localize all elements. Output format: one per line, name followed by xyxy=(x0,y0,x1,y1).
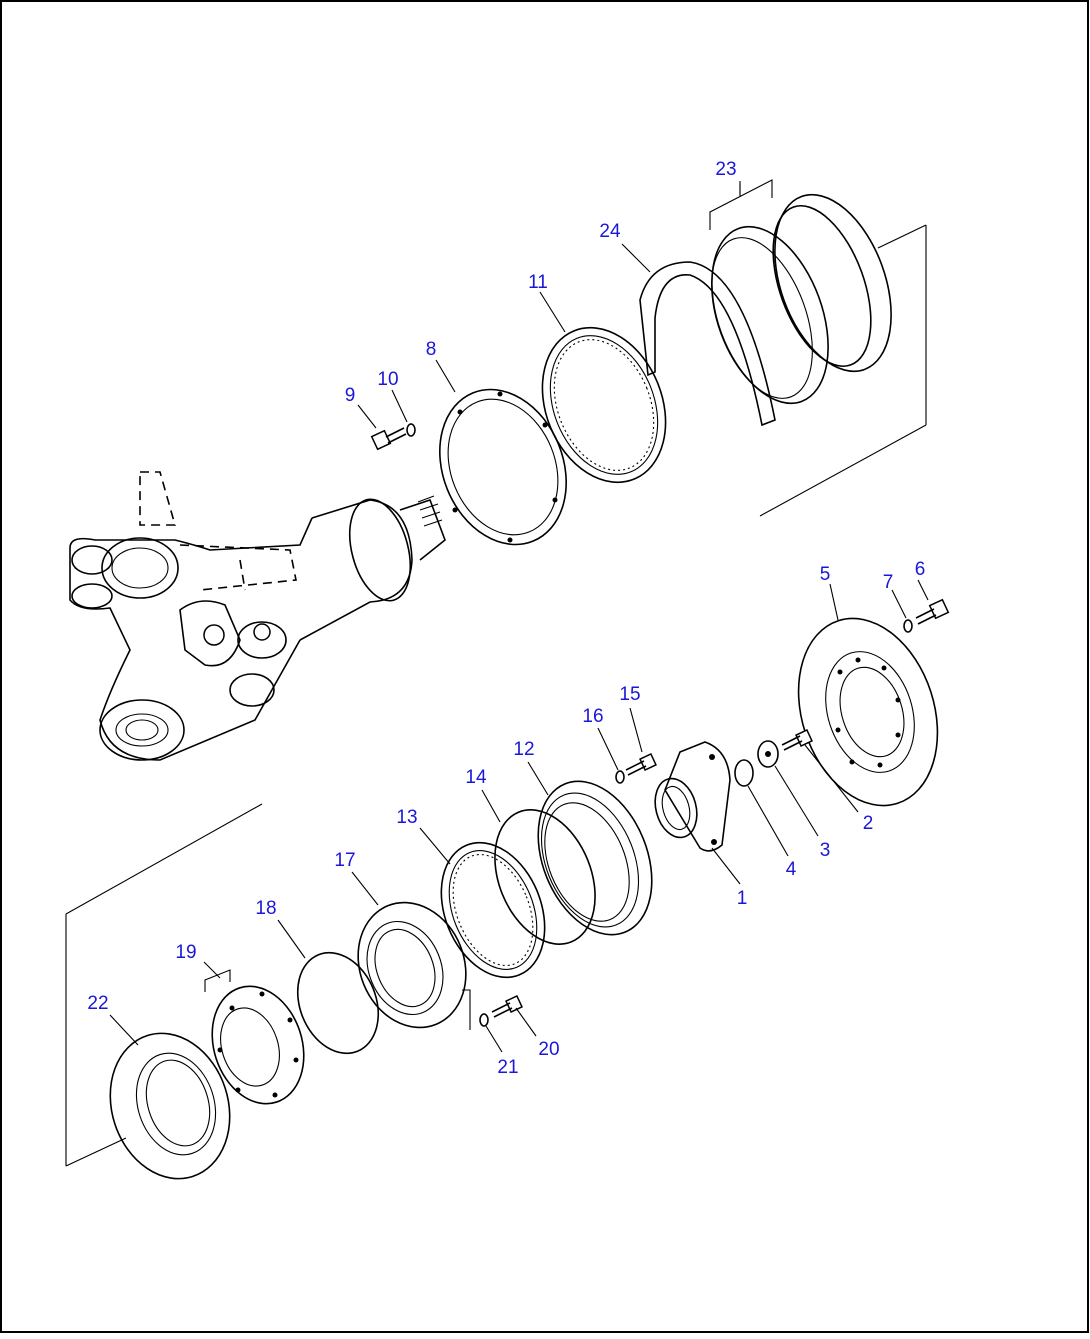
part-21-washer xyxy=(479,1013,489,1027)
part-15-bolt xyxy=(625,753,657,776)
callout-18: 18 xyxy=(255,898,276,919)
part-2-bolt xyxy=(781,729,813,751)
callout-9: 9 xyxy=(345,385,356,406)
callout-2: 2 xyxy=(863,813,874,834)
part-11-ring xyxy=(541,326,667,484)
callout-7: 7 xyxy=(883,572,894,593)
callout-11: 11 xyxy=(528,272,548,293)
part-8-plate xyxy=(439,388,567,546)
callout-17: 17 xyxy=(334,850,355,871)
callout-15: 15 xyxy=(619,684,640,705)
callout-23: 23 xyxy=(715,159,736,180)
callout-4: 4 xyxy=(786,859,797,880)
leader-lines xyxy=(109,181,929,1053)
callout-14: 14 xyxy=(465,767,487,788)
axle-housing xyxy=(69,471,446,761)
callout-10: 10 xyxy=(377,369,398,390)
part-23-discs xyxy=(709,179,892,405)
callout-3: 3 xyxy=(820,840,831,861)
part-14-o-ring xyxy=(494,809,596,945)
lower-group-frame xyxy=(65,803,263,1167)
part-9-bolt xyxy=(370,427,407,451)
callout-19: 19 xyxy=(175,942,196,963)
upper-group-frame xyxy=(759,224,927,517)
callout-6: 6 xyxy=(915,559,926,580)
callout-13: 13 xyxy=(396,807,417,828)
part-6-bolt xyxy=(915,598,950,625)
part-5-disc xyxy=(797,617,939,807)
callout-24: 24 xyxy=(599,221,621,242)
part-22-bearing xyxy=(109,1032,231,1180)
callout-1: 1 xyxy=(737,888,748,909)
part-4-snap-ring xyxy=(734,759,754,787)
part-18-shim xyxy=(296,951,380,1055)
part-12-cover xyxy=(537,780,653,936)
callout-20: 20 xyxy=(538,1039,559,1060)
part-3-washer xyxy=(757,740,779,768)
callout-labels: 23 24 11 8 10 9 5 6 7 15 16 12 14 13 17 … xyxy=(87,159,925,1078)
part-1-flange xyxy=(654,741,731,852)
callout-22: 22 xyxy=(87,993,108,1014)
part-13-ring xyxy=(440,841,546,979)
callout-12: 12 xyxy=(513,739,534,760)
callout-16: 16 xyxy=(582,706,603,727)
part-24-plate xyxy=(639,261,776,427)
callout-5: 5 xyxy=(820,564,831,585)
part-16-washer xyxy=(615,770,625,784)
callout-21: 21 xyxy=(497,1057,518,1078)
callout-8: 8 xyxy=(426,339,437,360)
part-7-washer xyxy=(903,619,913,633)
part-10-washer xyxy=(406,423,416,437)
part-19-plate xyxy=(204,969,305,1105)
part-20-bolt xyxy=(491,995,523,1018)
part-17-bearing xyxy=(357,901,471,1030)
